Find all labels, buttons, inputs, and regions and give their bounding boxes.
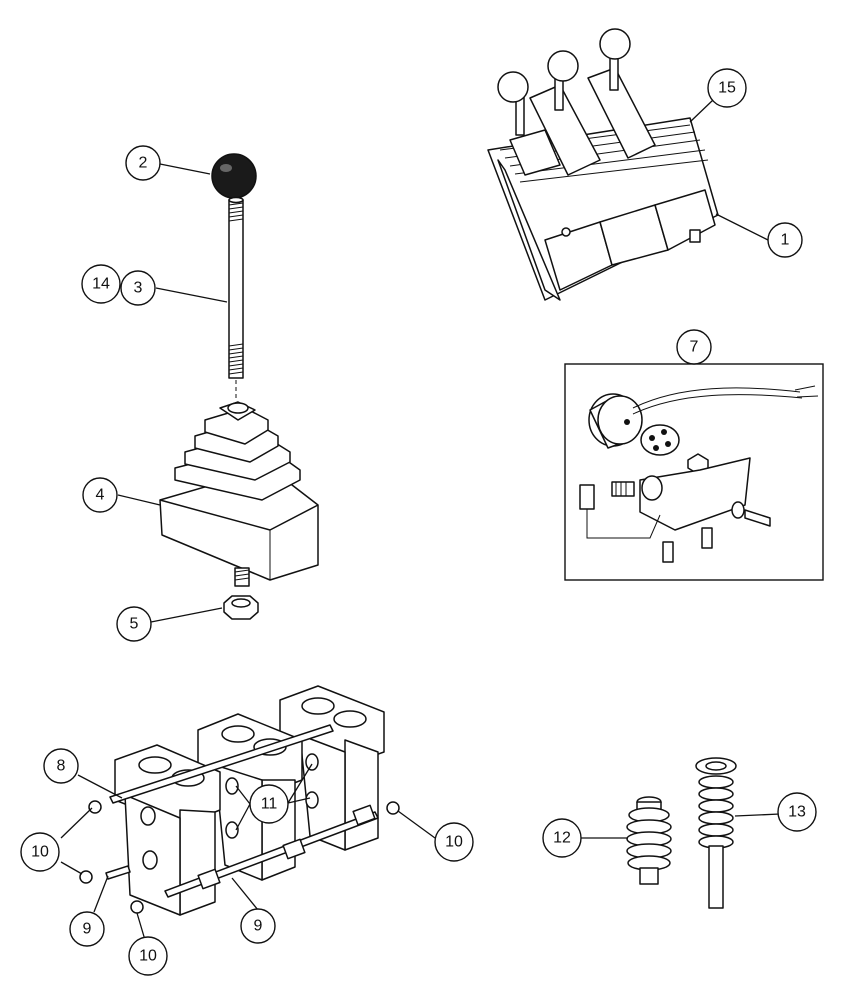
svg-text:1: 1 bbox=[781, 232, 790, 249]
svg-text:10: 10 bbox=[139, 948, 157, 965]
svg-text:5: 5 bbox=[130, 616, 139, 633]
callout-4: 4 bbox=[82, 477, 118, 513]
svg-text:14: 14 bbox=[92, 276, 110, 293]
svg-text:3: 3 bbox=[134, 280, 143, 297]
svg-text:4: 4 bbox=[96, 487, 105, 504]
svg-text:12: 12 bbox=[553, 830, 571, 847]
svg-text:9: 9 bbox=[254, 918, 263, 935]
svg-text:7: 7 bbox=[690, 339, 699, 356]
callout-11: 11 bbox=[249, 784, 289, 824]
control-valve-assembly bbox=[487, 28, 719, 301]
callout-1: 1 bbox=[767, 222, 803, 258]
callout-2: 2 bbox=[125, 145, 161, 181]
svg-text:10: 10 bbox=[445, 834, 463, 851]
switch-kit-box bbox=[564, 363, 824, 581]
spring-12 bbox=[626, 796, 672, 885]
callout-14: 14 bbox=[81, 264, 121, 304]
lever-boot bbox=[159, 401, 319, 587]
callout-10-right: 10 bbox=[434, 822, 474, 862]
callout-3: 3 bbox=[120, 270, 156, 306]
callout-10-left: 10 bbox=[20, 832, 60, 872]
svg-text:9: 9 bbox=[83, 921, 92, 938]
callout-10-bottom: 10 bbox=[128, 936, 168, 976]
callout-7: 7 bbox=[676, 329, 712, 365]
svg-text:10: 10 bbox=[31, 844, 49, 861]
hex-nut bbox=[223, 595, 259, 620]
callout-8: 8 bbox=[43, 748, 79, 784]
valve-block-stack bbox=[79, 685, 400, 916]
lever-rod bbox=[228, 196, 244, 400]
svg-text:8: 8 bbox=[57, 758, 66, 775]
callout-15: 15 bbox=[707, 68, 747, 108]
leader-lines bbox=[60, 99, 781, 941]
svg-text:13: 13 bbox=[788, 804, 806, 821]
svg-text:11: 11 bbox=[261, 796, 278, 813]
knob-ball bbox=[211, 153, 257, 199]
callout-9-left: 9 bbox=[69, 911, 105, 947]
svg-text:15: 15 bbox=[718, 80, 736, 97]
svg-text:2: 2 bbox=[139, 155, 148, 172]
callout-12: 12 bbox=[542, 818, 582, 858]
spring-13 bbox=[695, 757, 737, 909]
callout-5: 5 bbox=[116, 606, 152, 642]
callout-9-center: 9 bbox=[240, 908, 276, 944]
callout-13: 13 bbox=[777, 792, 817, 832]
